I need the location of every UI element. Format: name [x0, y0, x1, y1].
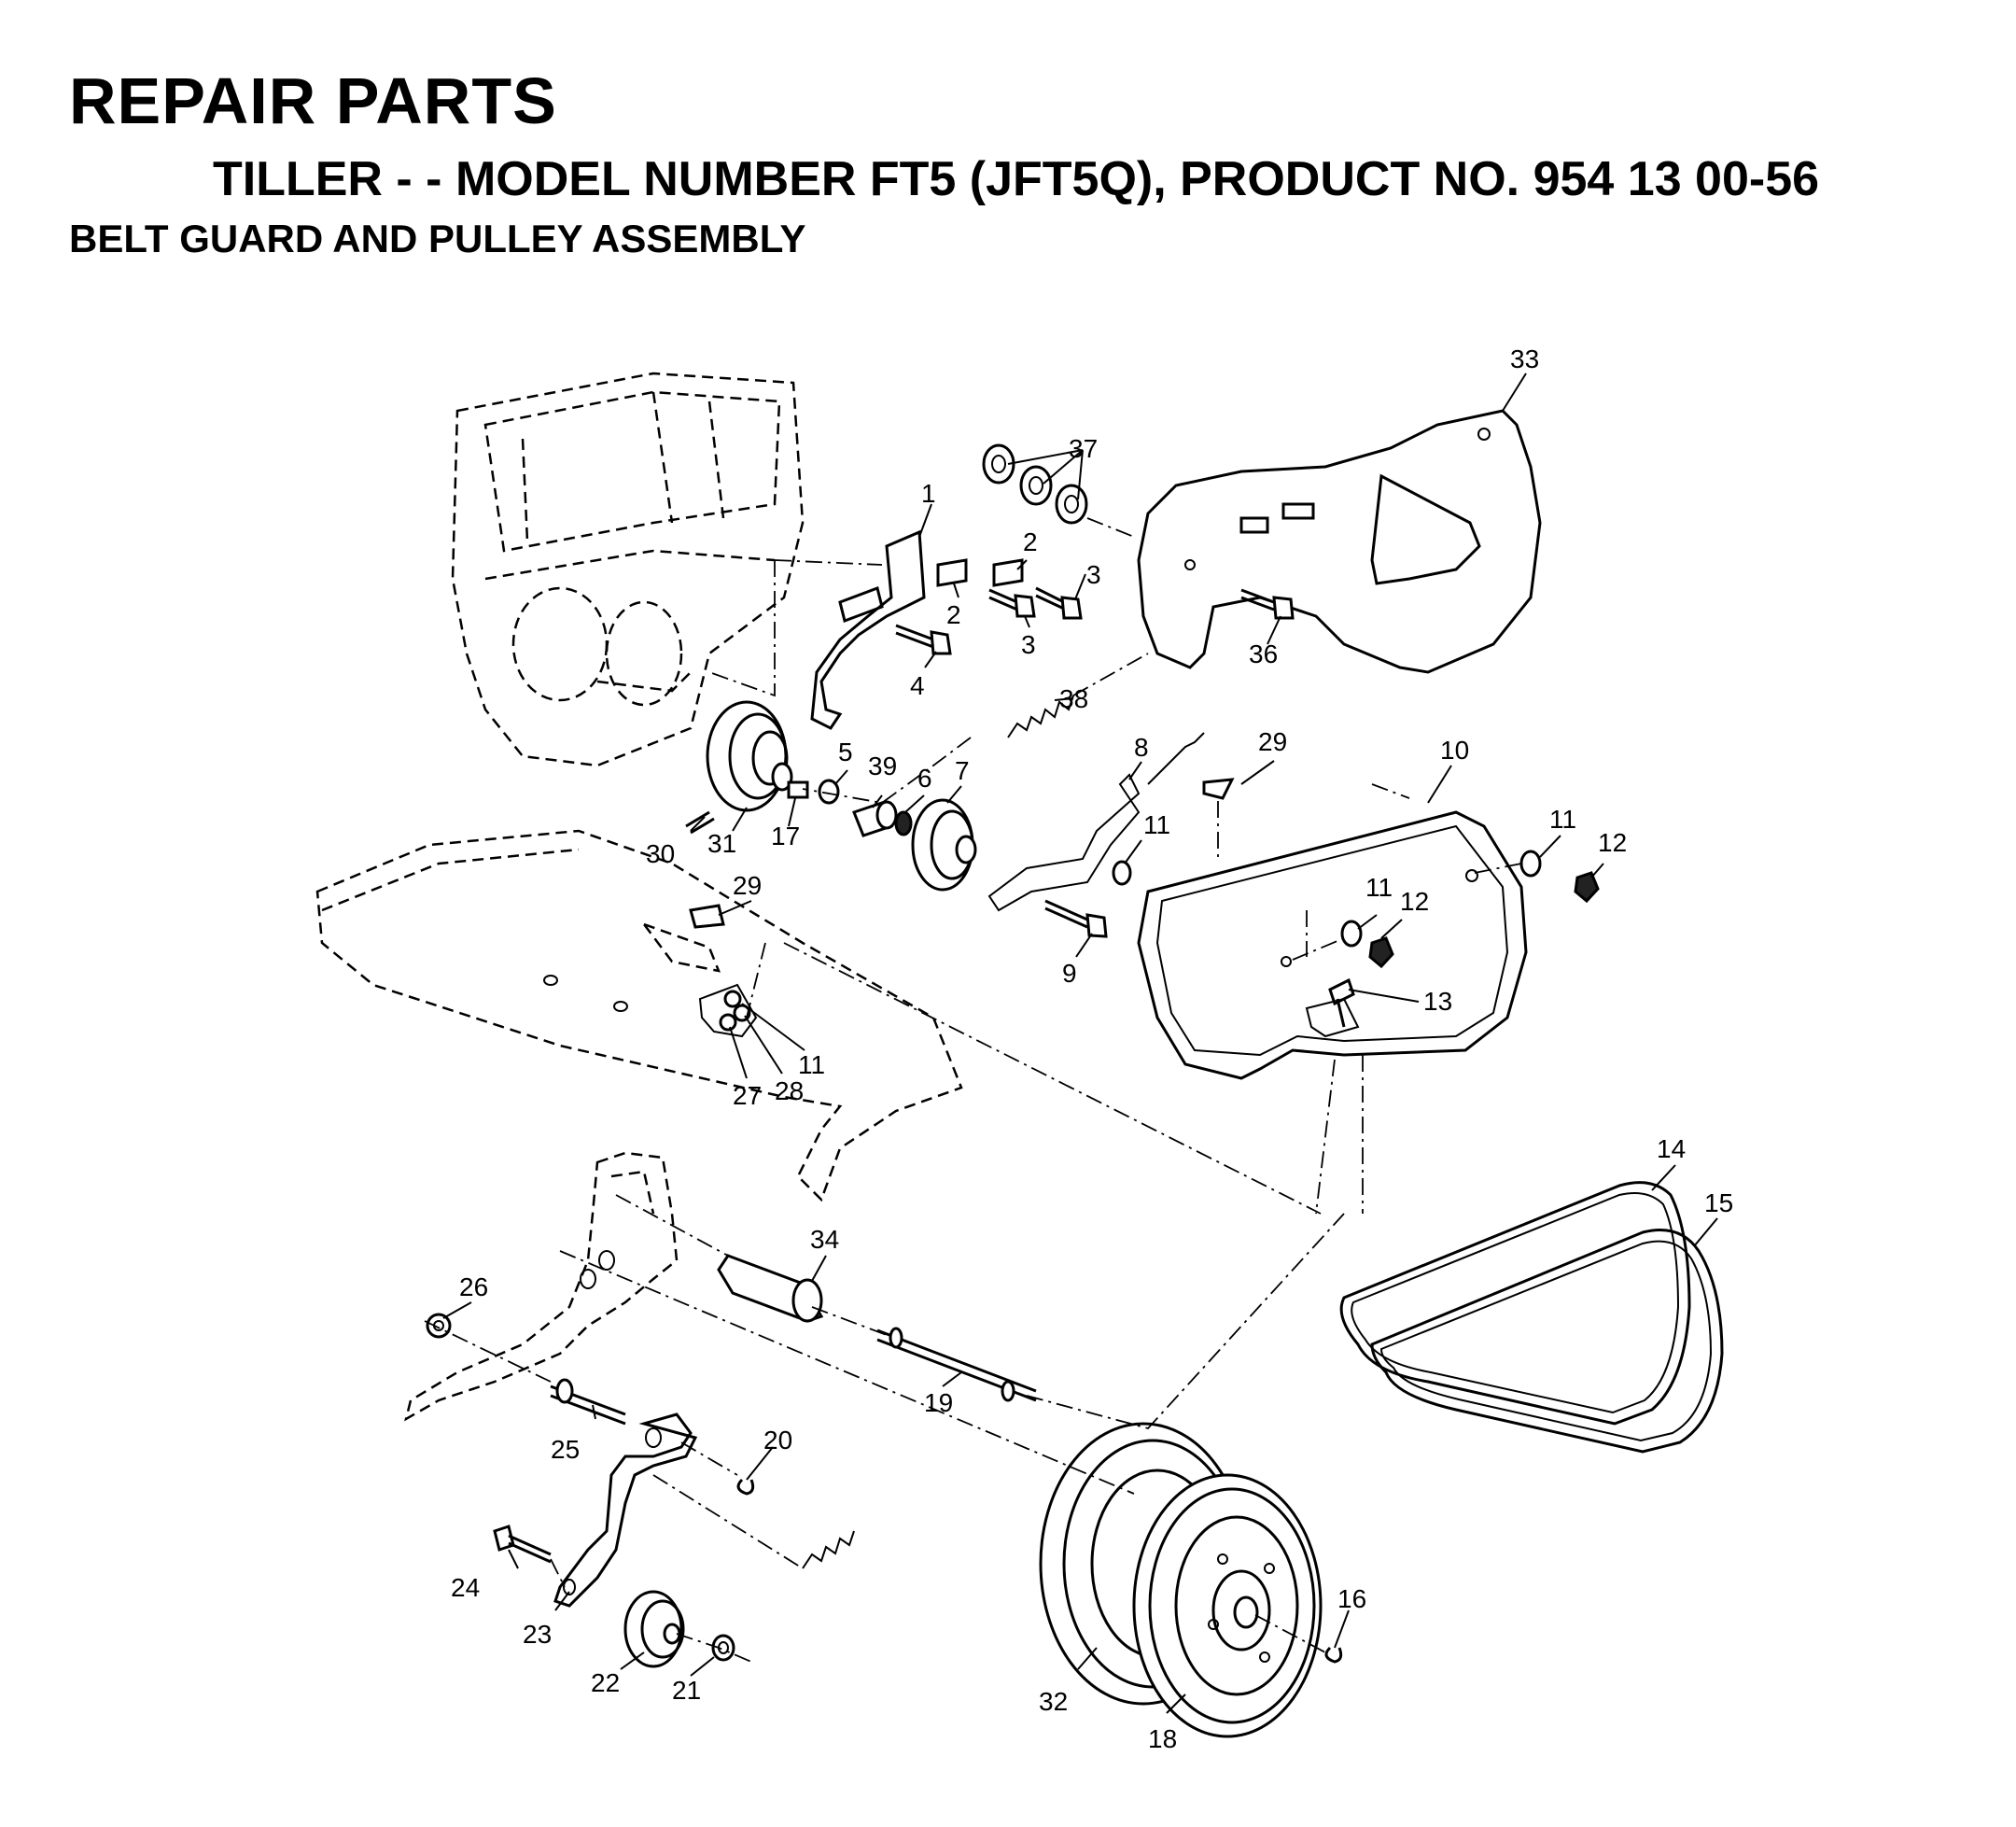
callout-11b: 11	[1549, 805, 1576, 834]
callout-15: 15	[1704, 1188, 1733, 1217]
shaft-19	[876, 1327, 1037, 1402]
screw-13	[1328, 977, 1355, 1028]
mounting-bracket	[810, 529, 926, 730]
callout-28: 28	[775, 1076, 804, 1105]
washer-11-cover-left	[1340, 920, 1363, 948]
callout-11a: 11	[1143, 810, 1170, 839]
rear-belt-guard	[1137, 409, 1542, 674]
bolt-3-b	[1035, 586, 1083, 620]
callout-30: 30	[646, 839, 675, 868]
belt-14	[1339, 1181, 1691, 1426]
leader-lines	[442, 372, 1718, 1714]
callout-38: 38	[1059, 684, 1088, 713]
callout-17: 17	[771, 822, 800, 850]
bolt-24	[493, 1525, 552, 1564]
engine-pulley-31	[706, 700, 793, 812]
washers-37	[982, 443, 1088, 525]
callout-labels: 1 2 2 3 3 4 37 33 36 38 8 29 10 5 39 6 7…	[451, 344, 1733, 1753]
callout-19: 19	[924, 1388, 953, 1417]
idler-pulley-7	[911, 798, 977, 892]
callout-31: 31	[707, 829, 736, 858]
callout-3a: 3	[1086, 560, 1101, 589]
callout-39: 39	[868, 752, 897, 780]
callout-1: 1	[921, 479, 936, 508]
washer-11-idler	[1112, 860, 1132, 886]
bolt-36	[1240, 588, 1295, 620]
idler-pulley-22	[623, 1590, 685, 1668]
callout-37: 37	[1069, 434, 1098, 463]
callout-18: 18	[1148, 1724, 1177, 1753]
bolt-9	[1044, 899, 1108, 938]
large-pulley-18	[1132, 1473, 1323, 1738]
washer-6	[894, 810, 913, 836]
spring-lower	[802, 1530, 855, 1569]
callout-29b: 29	[733, 871, 762, 900]
set-screw-30	[685, 810, 715, 835]
callout-14: 14	[1657, 1134, 1686, 1163]
model-subtitle: TILLER - - MODEL NUMBER FT5 (JFT5Q), PRO…	[213, 152, 1820, 206]
nut-26	[426, 1313, 452, 1339]
callout-5: 5	[838, 738, 853, 766]
callout-2b: 2	[946, 600, 961, 629]
callout-12a: 12	[1598, 828, 1627, 857]
spring-38	[1007, 695, 1074, 738]
callout-3b: 3	[1021, 630, 1036, 659]
idler-arm-8	[987, 732, 1205, 912]
spacer-34	[717, 1254, 824, 1323]
clip-2-left	[936, 558, 968, 587]
callout-9: 9	[1062, 959, 1077, 988]
bolt-3-a	[988, 588, 1036, 618]
callout-4: 4	[910, 671, 925, 700]
callout-24: 24	[451, 1573, 480, 1602]
callout-25: 25	[551, 1435, 580, 1464]
callout-33: 33	[1510, 344, 1539, 373]
clip-2-right	[992, 558, 1024, 587]
callout-12b: 12	[1400, 887, 1429, 916]
clip-29-upper	[1202, 778, 1235, 800]
bolt-4	[895, 624, 952, 655]
lower-frame	[404, 1151, 679, 1422]
callout-6: 6	[917, 764, 932, 793]
callout-16: 16	[1337, 1584, 1366, 1613]
page-title: REPAIR PARTS	[69, 64, 557, 137]
section-title: BELT GUARD AND PULLEY ASSEMBLY	[69, 217, 806, 260]
clip-20	[736, 1478, 755, 1496]
spacer-39	[852, 800, 898, 837]
callout-29a: 29	[1258, 727, 1287, 756]
callout-34: 34	[810, 1225, 839, 1254]
nut-12-left	[1368, 936, 1394, 969]
callout-23: 23	[523, 1620, 552, 1649]
callout-21: 21	[672, 1676, 701, 1705]
callout-11d: 11	[798, 1050, 825, 1079]
callout-20: 20	[763, 1426, 792, 1455]
engine-outline	[451, 372, 805, 767]
callout-26: 26	[459, 1272, 488, 1301]
callout-27: 27	[733, 1081, 762, 1110]
callout-2a: 2	[1023, 527, 1038, 556]
callout-11c: 11	[1365, 873, 1393, 902]
clip-29-shield	[689, 904, 725, 929]
tine-shield	[315, 829, 963, 1202]
callout-36: 36	[1249, 639, 1278, 668]
callout-10: 10	[1440, 736, 1469, 765]
pivot-pin-25	[550, 1378, 626, 1426]
callout-8: 8	[1134, 733, 1149, 762]
assembly-lines	[424, 517, 1522, 1663]
callout-13: 13	[1423, 987, 1452, 1016]
callout-7: 7	[955, 756, 970, 785]
belt-15	[1370, 1229, 1724, 1454]
belt-guard-cover-10	[1137, 810, 1528, 1080]
callout-32: 32	[1039, 1687, 1068, 1716]
washer-11-cover-right	[1519, 850, 1542, 878]
callout-22: 22	[591, 1668, 620, 1697]
nut-21	[711, 1634, 735, 1662]
washer-5	[818, 779, 840, 805]
nut-12-right	[1574, 871, 1600, 904]
clip-16	[1324, 1646, 1343, 1664]
